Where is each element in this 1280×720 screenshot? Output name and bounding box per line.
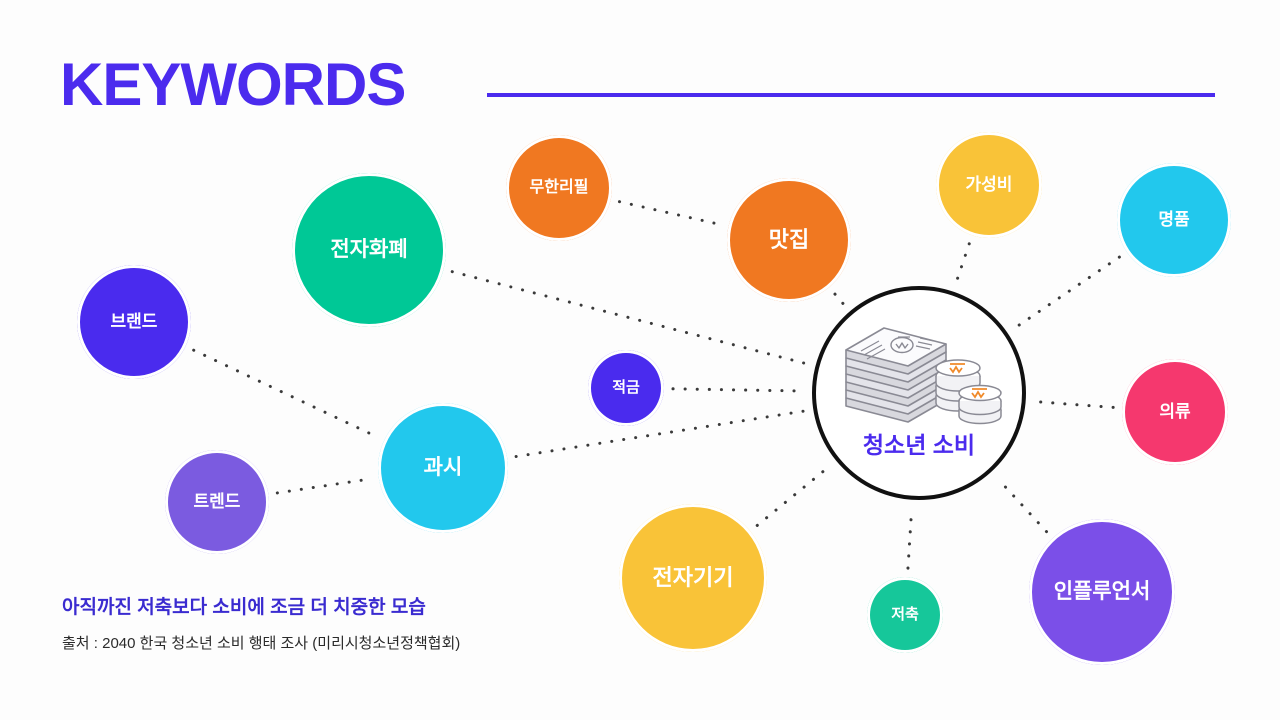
keyword-node-label: 저축 xyxy=(891,605,919,623)
connector-savings-to-center xyxy=(906,507,914,570)
keyword-node-label: 브랜드 xyxy=(110,311,158,331)
connector-luxury-to-center xyxy=(1013,255,1121,330)
connector-trend-to-flaunt xyxy=(275,477,372,495)
connector-flaunt-to-center xyxy=(514,409,806,458)
connector-savings-acc-to-center xyxy=(671,387,805,393)
connector-ecash-to-center xyxy=(450,270,809,366)
keyword-node-refill[interactable]: 무한리필 xyxy=(506,135,612,241)
keyword-node-label: 의류 xyxy=(1159,401,1191,421)
keyword-node-flaunt[interactable]: 과시 xyxy=(378,403,508,533)
connector-restaurant-to-center xyxy=(833,292,846,307)
keyword-node-label: 적금 xyxy=(612,378,640,396)
keyword-node-restaurant[interactable]: 맛집 xyxy=(727,178,851,302)
keyword-node-ecash[interactable]: 전자화폐 xyxy=(292,173,446,327)
keyword-node-label: 과시 xyxy=(423,456,463,480)
keyword-node-label: 전자기기 xyxy=(652,564,734,590)
keyword-node-label: 명품 xyxy=(1158,209,1190,229)
keyword-node-clothing[interactable]: 의류 xyxy=(1122,359,1228,465)
connector-refill-to-restaurant xyxy=(617,200,722,226)
connector-device-to-center xyxy=(755,464,831,527)
keyword-node-label: 가성비 xyxy=(965,174,1013,194)
keyword-node-label: 맛집 xyxy=(768,226,810,252)
keyword-node-trend[interactable]: 트렌드 xyxy=(165,450,269,554)
keyword-node-luxury[interactable]: 명품 xyxy=(1117,163,1231,277)
header-divider xyxy=(487,93,1215,97)
connector-clothing-to-center xyxy=(1033,400,1115,409)
slide-header: KEYWORDS xyxy=(0,0,1280,130)
keyword-node-influencer[interactable]: 인플루언서 xyxy=(1029,519,1175,665)
connector-influencer-to-center xyxy=(996,476,1048,534)
keyword-node-value[interactable]: 가성비 xyxy=(936,132,1042,238)
keyword-node-label: 무한리필 xyxy=(529,179,589,197)
keyword-node-label: 인플루언서 xyxy=(1053,580,1151,604)
slide-source: 출처 : 2040 한국 청소년 소비 행태 조사 (미리시청소년정책협회) xyxy=(62,635,461,652)
center-node-youth-consumption[interactable]: 청소년 소비 xyxy=(812,286,1026,500)
keyword-node-savings-acc[interactable]: 적금 xyxy=(588,350,664,426)
center-node-label: 청소년 소비 xyxy=(862,432,976,458)
connector-value-to-center xyxy=(954,242,971,285)
connector-brand-to-flaunt xyxy=(192,348,378,438)
slide-caption: 아직까진 저축보다 소비에 조금 더 치중한 모습 xyxy=(62,597,426,618)
keyword-node-label: 트렌드 xyxy=(193,491,241,511)
keyword-node-brand[interactable]: 브랜드 xyxy=(77,265,191,379)
keyword-node-savings[interactable]: 저축 xyxy=(867,577,943,653)
keyword-node-label: 전자화폐 xyxy=(330,238,408,262)
keyword-node-device[interactable]: 전자기기 xyxy=(619,504,767,652)
page-title: KEYWORDS xyxy=(60,51,406,118)
money-stack-icon xyxy=(845,327,1002,425)
